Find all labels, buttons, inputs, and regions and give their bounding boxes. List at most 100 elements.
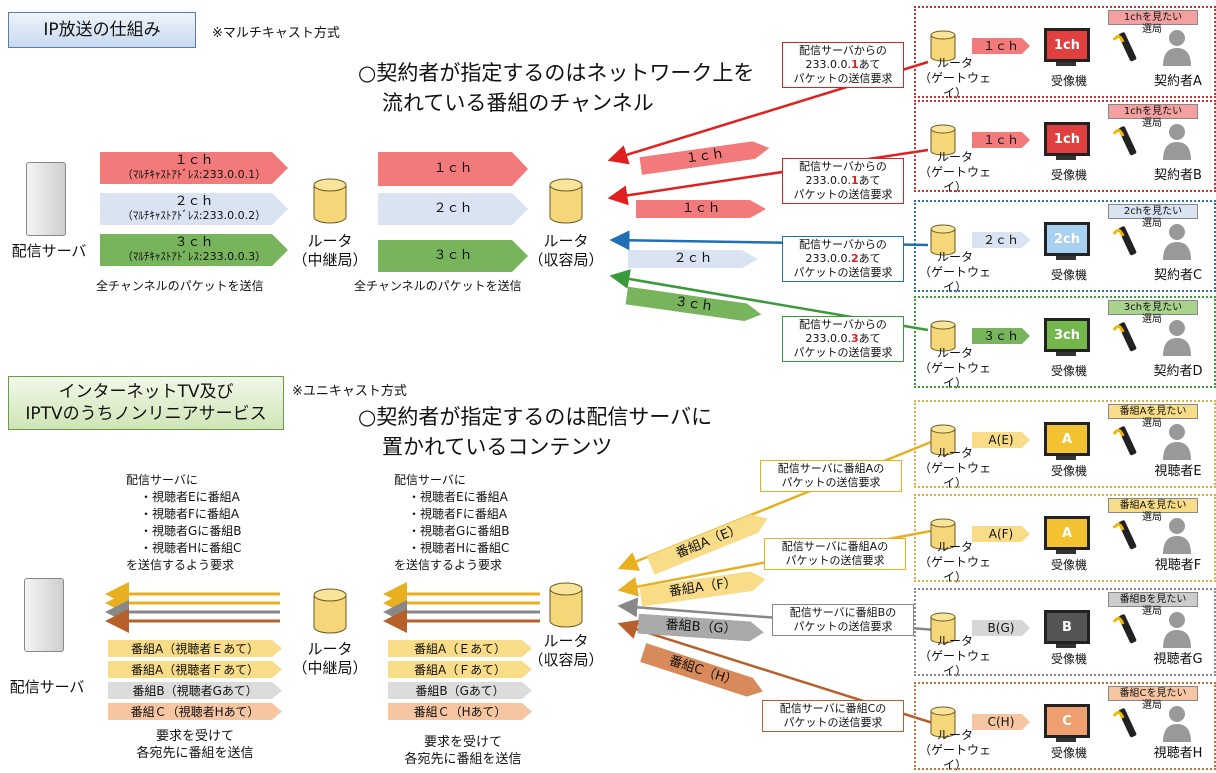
want-label: 番組Cを見たい xyxy=(1108,686,1198,701)
tv-icon: 3ch xyxy=(1044,318,1090,352)
gateway-router-icon xyxy=(930,518,956,550)
channel-arrow: A(F) xyxy=(972,526,1030,542)
person-name: 契約者C xyxy=(1153,268,1203,283)
gateway-router-icon xyxy=(930,124,956,156)
channel-arrow: A(E) xyxy=(972,432,1030,448)
select-label: 選局 xyxy=(1142,606,1162,617)
uc-server-icon xyxy=(24,578,64,652)
relay-router-icon xyxy=(313,178,347,224)
tv-icon: 1ch xyxy=(1044,122,1090,156)
want-label: 1chを見たい xyxy=(1108,104,1198,119)
tv-stand xyxy=(1056,456,1076,460)
channel-arrow: B(G) xyxy=(972,620,1030,636)
relay-router-label: ルータ（中継局） xyxy=(292,232,368,269)
person-icon xyxy=(1163,224,1191,260)
want-label: 1chを見たい xyxy=(1108,10,1198,25)
tv-stand xyxy=(1056,352,1076,356)
tv-label: 受像機 xyxy=(1050,74,1087,88)
uc-relay-router-icon xyxy=(313,588,347,634)
gateway-router-icon xyxy=(930,612,956,644)
gateway-label: ルータ（ゲートウェイ） xyxy=(918,150,991,194)
person-name: 視聴者E xyxy=(1154,464,1202,479)
unicast-heading-2: 置かれているコンテンツ xyxy=(382,435,613,459)
gateway-label: ルータ（ゲートウェイ） xyxy=(918,634,991,678)
remote-icon xyxy=(1112,226,1137,256)
select-label: 選局 xyxy=(1142,418,1162,429)
tv-label: 受像機 xyxy=(1050,652,1087,666)
tv-stand xyxy=(1056,644,1076,648)
uc-request-3: 配信サーバに番組Bのパケットの送信要求 xyxy=(772,604,914,636)
person-name: 契約者A xyxy=(1154,74,1202,89)
tv-icon: B xyxy=(1044,610,1090,644)
select-label: 選局 xyxy=(1142,118,1162,129)
tv-label: 受像機 xyxy=(1050,168,1087,182)
tv-label: 受像機 xyxy=(1050,746,1087,760)
uc-relay-router-label: ルータ（中継局） xyxy=(292,640,368,677)
remote-icon xyxy=(1112,426,1137,456)
mc-server-arrow-2: ２ｃｈ（ﾏﾙﾁｷｬｽﾄｱﾄﾞﾚｽ:233.0.0.2） xyxy=(100,193,288,225)
server-label: 配信サーバ xyxy=(11,242,87,260)
channel-arrow: ２ｃｈ xyxy=(972,232,1030,248)
want-label: 番組Bを見たい xyxy=(1108,592,1198,607)
tv-label: 受像機 xyxy=(1050,464,1087,478)
gateway-label: ルータ（ゲートウェイ） xyxy=(918,346,991,390)
gateway-label: ルータ（ゲートウェイ） xyxy=(918,728,991,772)
tv-stand xyxy=(1056,256,1076,260)
uc-pill-left-1: 番組A（視聴者Ｅあて） xyxy=(108,640,282,657)
remote-icon xyxy=(1112,32,1137,62)
uc-house-router-icon xyxy=(549,582,583,628)
multicast-note: ※マルチキャスト方式 xyxy=(212,26,340,41)
person-icon xyxy=(1163,424,1191,460)
gateway-label: ルータ（ゲートウェイ） xyxy=(918,250,991,294)
mc-down-arrow-2: １ｃｈ xyxy=(636,200,766,218)
mc-relay-arrow-3: ３ｃｈ xyxy=(378,240,528,272)
tv-stand xyxy=(1056,550,1076,554)
select-label: 選局 xyxy=(1142,512,1162,523)
mc-relay-arrow-2: ２ｃｈ xyxy=(378,193,528,225)
uc-req-mid: 配信サーバに ・視聴者Eに番組A ・視聴者Fに番組A ・視聴者Gに番組B ・視聴… xyxy=(394,473,510,572)
house-router-icon xyxy=(549,178,583,224)
channel-arrow: １ｃｈ xyxy=(972,38,1030,54)
uc-pill-left-2: 番組A（視聴者Ｆあて） xyxy=(108,661,282,678)
mc-down-arrow-3: ２ｃｈ xyxy=(628,250,758,268)
uc-request-2: 配信サーバに番組Aのパケットの送信要求 xyxy=(764,538,906,570)
gateway-label: ルータ（ゲートウェイ） xyxy=(918,56,991,100)
person-icon xyxy=(1163,30,1191,66)
want-label: 2chを見たい xyxy=(1108,204,1198,219)
mc-server-arrow-1: １ｃｈ（ﾏﾙﾁｷｬｽﾄｱﾄﾞﾚｽ:233.0.0.1） xyxy=(100,152,288,184)
person-icon xyxy=(1163,612,1191,648)
channel-arrow: １ｃｈ xyxy=(972,132,1030,148)
house-router-label: ルータ（収容局） xyxy=(528,232,604,269)
tv-stand xyxy=(1056,156,1076,160)
remote-icon xyxy=(1112,708,1137,738)
uc-pill-mid-2: 番組A（Ｆあて） xyxy=(388,661,532,678)
uc-request-4: 配信サーバに番組Cのパケットの送信要求 xyxy=(762,700,904,732)
uc-req-left: 配信サーバに ・視聴者Eに番組A ・視聴者Fに番組A ・視聴者Gに番組B ・視聴… xyxy=(126,473,242,572)
tv-icon: 2ch xyxy=(1044,222,1090,256)
remote-icon xyxy=(1112,520,1137,550)
want-label: 番組Aを見たい xyxy=(1108,498,1198,513)
select-label: 選局 xyxy=(1142,700,1162,711)
uc-pill-left-3: 番組B（視聴者Gあて） xyxy=(108,682,282,699)
person-icon xyxy=(1163,706,1191,742)
channel-arrow: ３ｃｈ xyxy=(972,328,1030,344)
select-label: 選局 xyxy=(1142,218,1162,229)
uc-pill-left-4: 番組Ｃ（視聴者Hあて） xyxy=(108,703,282,720)
mc-server-arrow-3: ３ｃｈ（ﾏﾙﾁｷｬｽﾄｱﾄﾞﾚｽ:233.0.0.3） xyxy=(100,234,288,266)
gateway-router-icon xyxy=(930,320,956,352)
select-label: 選局 xyxy=(1142,314,1162,325)
tv-stand xyxy=(1056,62,1076,66)
unicast-note: ※ユニキャスト方式 xyxy=(292,384,407,399)
person-name: 視聴者H xyxy=(1153,746,1203,761)
uc-request-1: 配信サーバに番組Aのパケットの送信要求 xyxy=(760,460,902,492)
server-icon xyxy=(26,162,66,236)
